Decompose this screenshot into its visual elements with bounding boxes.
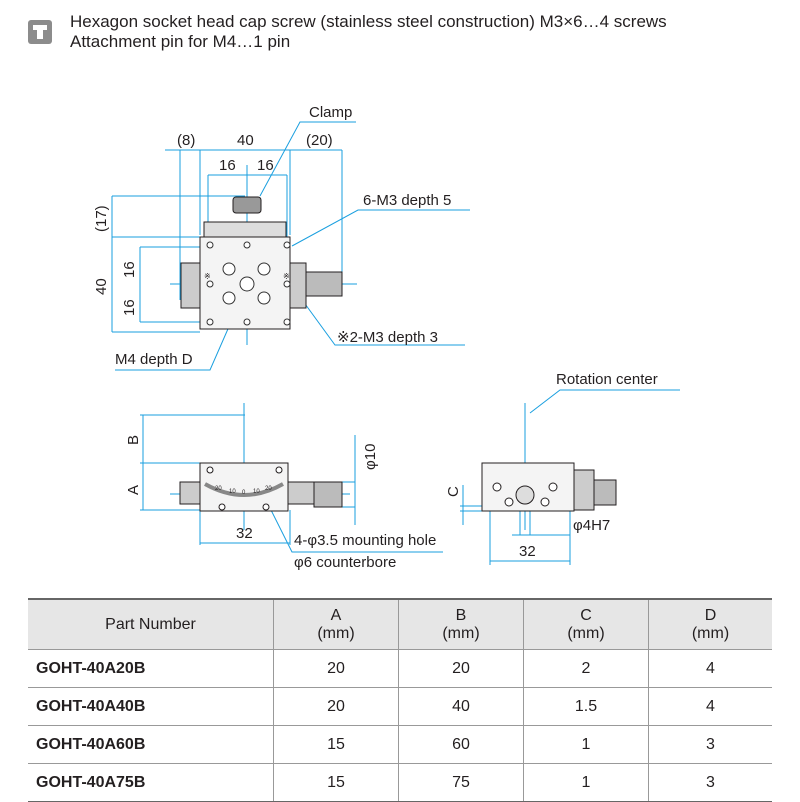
dim-20: (20) [306, 132, 333, 149]
cell-d: 4 [648, 687, 772, 726]
pin-icon [28, 20, 52, 44]
micrometer-knob [305, 271, 343, 297]
scale-label: 10 [229, 489, 236, 495]
side-view: Rotation center C φ4H7 32 [445, 371, 680, 565]
dim-16-up: 16 [121, 261, 138, 278]
stage-side-outline [481, 462, 617, 512]
dim-40-height: 40 [93, 278, 110, 295]
dim-32-front: 32 [236, 525, 253, 542]
clamp-label: Clamp [309, 104, 352, 121]
table-row: GOHT-40A60B 15 60 1 3 [28, 725, 772, 764]
holes-m3-depth3: ※2-M3 depth 3 [337, 329, 438, 346]
technical-drawing: Clamp (8) 40 (20) 16 16 (17) 40 16 16 6-… [93, 104, 680, 571]
cell-d: 3 [648, 725, 772, 764]
note-line-1: Hexagon socket head cap screw (stainless… [70, 12, 667, 31]
cell-a: 15 [273, 763, 399, 802]
part-number: GOHT-40A75B [28, 763, 274, 802]
holes-m3-depth5: 6-M3 depth 5 [363, 192, 451, 209]
dim-17: (17) [93, 205, 110, 232]
dim-16-left: 16 [219, 157, 236, 174]
stage-top-outline [180, 196, 343, 330]
cell-b: 60 [398, 725, 524, 764]
front-view: 20 10 0 10 20 B A φ10 32 4-φ3.5 mounting… [125, 403, 443, 571]
cell-c: 1 [523, 763, 649, 802]
dim-8: (8) [177, 132, 195, 149]
mark-left: ※ [204, 272, 211, 281]
table-row: GOHT-40A75B 15 75 1 3 [28, 763, 772, 802]
dim-a: A [125, 485, 142, 495]
part-number: GOHT-40A20B [28, 649, 274, 688]
mark-right: ※ [283, 272, 290, 281]
scale-label: 20 [215, 486, 222, 492]
dim-16-right: 16 [257, 157, 274, 174]
mounting-hole-label: 4-φ3.5 mounting hole [294, 532, 436, 549]
col-d: D(mm) [648, 598, 772, 650]
cell-b: 40 [398, 687, 524, 726]
dim-phi10: φ10 [362, 444, 379, 470]
cell-c: 1.5 [523, 687, 649, 726]
col-a: A(mm) [273, 598, 399, 650]
dim-b: B [125, 435, 142, 445]
table-header-row: Part Number A(mm) B(mm) C(mm) D(mm) [28, 598, 772, 650]
part-number: GOHT-40A40B [28, 687, 274, 726]
cell-b: 20 [398, 649, 524, 688]
spec-table: Part Number A(mm) B(mm) C(mm) D(mm) GOHT… [28, 598, 772, 802]
front-view-dimension-lines [140, 403, 443, 553]
accessories-note: Hexagon socket head cap screw (stainless… [70, 12, 667, 52]
table-row: GOHT-40A20B 20 20 2 4 [28, 649, 772, 688]
dim-40-width: 40 [237, 132, 254, 149]
dim-phi4h7: φ4H7 [573, 517, 610, 534]
cell-a: 15 [273, 725, 399, 764]
cell-b: 75 [398, 763, 524, 802]
top-view: Clamp (8) 40 (20) 16 16 (17) 40 16 16 6-… [93, 104, 470, 371]
note-line-2: Attachment pin for M4…1 pin [70, 32, 291, 51]
stage-front-outline [179, 462, 343, 512]
m4-depth-d: M4 depth D [115, 351, 193, 368]
cell-a: 20 [273, 649, 399, 688]
part-number: GOHT-40A60B [28, 725, 274, 764]
col-b: B(mm) [398, 598, 524, 650]
counterbore-label: φ6 counterbore [294, 554, 396, 571]
col-part-number: Part Number [28, 598, 274, 650]
dim-16-down: 16 [121, 299, 138, 316]
table-row: GOHT-40A40B 20 40 1.5 4 [28, 687, 772, 726]
dim-32-side: 32 [519, 543, 536, 560]
dim-c: C [445, 486, 462, 497]
scale-label: 10 [253, 489, 260, 495]
rotation-center-label: Rotation center [556, 371, 658, 388]
cell-a: 20 [273, 687, 399, 726]
col-c: C(mm) [523, 598, 649, 650]
cell-d: 4 [648, 649, 772, 688]
cell-d: 3 [648, 763, 772, 802]
clamp-knob [232, 196, 262, 214]
cell-c: 2 [523, 649, 649, 688]
scale-label: 20 [265, 486, 272, 492]
cell-c: 1 [523, 725, 649, 764]
scale-label: 0 [242, 490, 246, 496]
